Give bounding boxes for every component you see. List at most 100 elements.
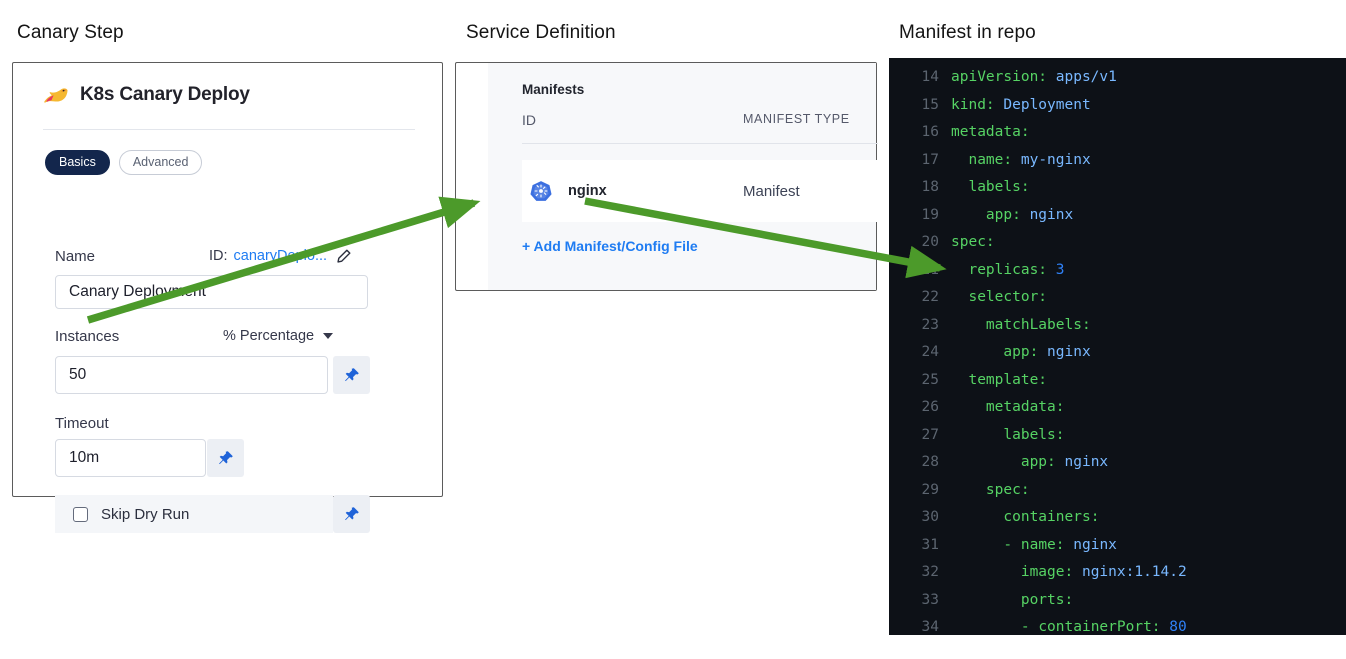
manifests-section-title: Manifests	[522, 82, 585, 97]
code-line-26: 26 metadata:	[889, 394, 1346, 422]
line-number-30: 30	[921, 509, 939, 525]
caption-service-definition: Service Definition	[466, 22, 616, 43]
code-text-18: labels:	[968, 179, 1030, 195]
code-line-33: 33 ports:	[889, 587, 1346, 615]
code-text-26: metadata:	[985, 399, 1065, 415]
instances-unit-label: % Percentage	[223, 328, 315, 344]
skip-dry-run-checkbox[interactable]	[73, 506, 88, 522]
code-text-15: kind: Deployment	[951, 96, 1091, 113]
line-number-23: 23	[921, 316, 939, 333]
code-line-34: 34 - containerPort: 80	[889, 614, 1346, 635]
code-text-19: app: nginx	[985, 206, 1074, 223]
code-line-24: 24 app: nginx	[889, 339, 1346, 367]
line-number-19: 19	[921, 206, 939, 223]
code-line-17: 17 name: my-nginx	[889, 147, 1346, 175]
line-number-32: 32	[921, 564, 939, 580]
code-text-31: - name: nginx	[1003, 536, 1117, 553]
line-number-26: 26	[921, 399, 939, 415]
code-line-18: 18 labels:	[889, 174, 1346, 202]
step-id-value[interactable]: canaryDeplo...	[233, 248, 328, 264]
code-line-15: 15 kind: Deployment	[889, 92, 1346, 120]
manifests-column-type: MANIFEST TYPE	[743, 112, 850, 126]
code-line-19: 19 app: nginx	[889, 202, 1346, 230]
line-number-16: 16	[921, 124, 939, 140]
code-line-28: 28 app: nginx	[889, 449, 1346, 477]
timeout-field-label: Timeout	[55, 415, 109, 432]
line-number-24: 24	[921, 344, 939, 360]
code-line-32: 32 image: nginx:1.14.2	[889, 559, 1346, 587]
code-text-22: selector:	[968, 289, 1048, 305]
step-id-prefix: ID:	[209, 248, 228, 264]
code-text-16: metadata:	[951, 124, 1030, 140]
instances-input-value: 50	[69, 366, 87, 383]
caption-canary-step: Canary Step	[17, 22, 124, 43]
manifest-row-type: Manifest	[743, 182, 800, 200]
line-number-14: 14	[921, 69, 939, 85]
line-number-28: 28	[921, 454, 939, 470]
timeout-input[interactable]: 10m	[55, 439, 206, 477]
service-definition-card: Manifests ID MANIFEST TYPE	[455, 62, 878, 291]
code-line-31: 31 - name: nginx	[889, 532, 1346, 560]
code-text-24: app: nginx	[1003, 344, 1091, 360]
pencil-icon[interactable]	[333, 249, 351, 264]
name-input[interactable]: Canary Deployment	[55, 275, 368, 309]
line-number-34: 34	[921, 619, 939, 635]
canary-step-header: K8s Canary Deploy	[43, 84, 250, 106]
code-text-27: labels:	[1003, 426, 1065, 443]
code-line-27: 27 labels:	[889, 422, 1346, 450]
line-number-20: 20	[921, 234, 939, 250]
instances-pin-button[interactable]	[333, 356, 370, 394]
line-number-17: 17	[921, 151, 939, 168]
line-number-31: 31	[921, 536, 939, 553]
manifests-header-divider	[522, 143, 878, 144]
chevron-down-icon	[323, 333, 334, 339]
line-number-18: 18	[921, 179, 939, 195]
line-number-22: 22	[921, 289, 939, 305]
canary-step-card: K8s Canary Deploy Basics Advanced Name I…	[12, 62, 443, 533]
skip-dry-run-pin-button[interactable]	[333, 495, 370, 533]
code-text-14: apiVersion: apps/v1	[951, 69, 1117, 85]
tab-pill-group: Basics Advanced	[45, 150, 203, 176]
add-manifest-config-file-link[interactable]: + Add Manifest/Config File	[522, 238, 698, 254]
code-line-21: 21 replicas: 3	[889, 257, 1346, 285]
skip-dry-run-label: Skip Dry Run	[101, 505, 190, 523]
skip-dry-run-row[interactable]: Skip Dry Run	[55, 495, 333, 533]
code-text-32: image: nginx:1.14.2	[1020, 564, 1187, 580]
code-line-29: 29 spec:	[889, 477, 1346, 505]
line-number-21: 21	[921, 261, 939, 278]
header-divider	[43, 129, 415, 130]
line-number-15: 15	[921, 96, 939, 113]
manifest-row-nginx[interactable]: nginx Manifest	[522, 160, 878, 222]
caption-manifest-in-repo: Manifest in repo	[899, 22, 1036, 43]
canary-step-title: K8s Canary Deploy	[80, 84, 250, 105]
code-text-28: app: nginx	[1020, 454, 1109, 470]
kubernetes-icon	[522, 180, 552, 202]
manifests-panel: Manifests ID MANIFEST TYPE	[488, 63, 878, 290]
instances-input[interactable]: 50	[55, 356, 328, 394]
manifests-column-id: ID	[522, 112, 536, 128]
instances-unit-dropdown[interactable]: % Percentage	[223, 328, 334, 344]
line-number-25: 25	[921, 371, 939, 388]
code-text-25: template:	[968, 371, 1048, 388]
canary-bird-icon	[43, 85, 69, 105]
code-line-25: 25 template:	[889, 367, 1346, 395]
manifest-row-id: nginx	[568, 183, 607, 199]
code-text-29: spec:	[985, 481, 1030, 498]
line-number-27: 27	[921, 426, 939, 443]
name-field-label: Name	[55, 248, 96, 265]
code-text-17: name: my-nginx	[968, 151, 1091, 168]
code-text-23: matchLabels:	[985, 316, 1091, 333]
code-line-30: 30 containers:	[889, 504, 1346, 532]
tab-advanced[interactable]: Advanced	[118, 150, 203, 176]
code-text-33: ports:	[1020, 591, 1074, 608]
instances-field-label: Instances	[55, 328, 120, 345]
tab-basics[interactable]: Basics	[45, 150, 110, 176]
code-line-22: 22 selector:	[889, 284, 1346, 312]
timeout-pin-button[interactable]	[207, 439, 244, 477]
code-line-14: 14 apiVersion: apps/v1	[889, 64, 1346, 92]
timeout-input-value: 10m	[69, 449, 100, 466]
